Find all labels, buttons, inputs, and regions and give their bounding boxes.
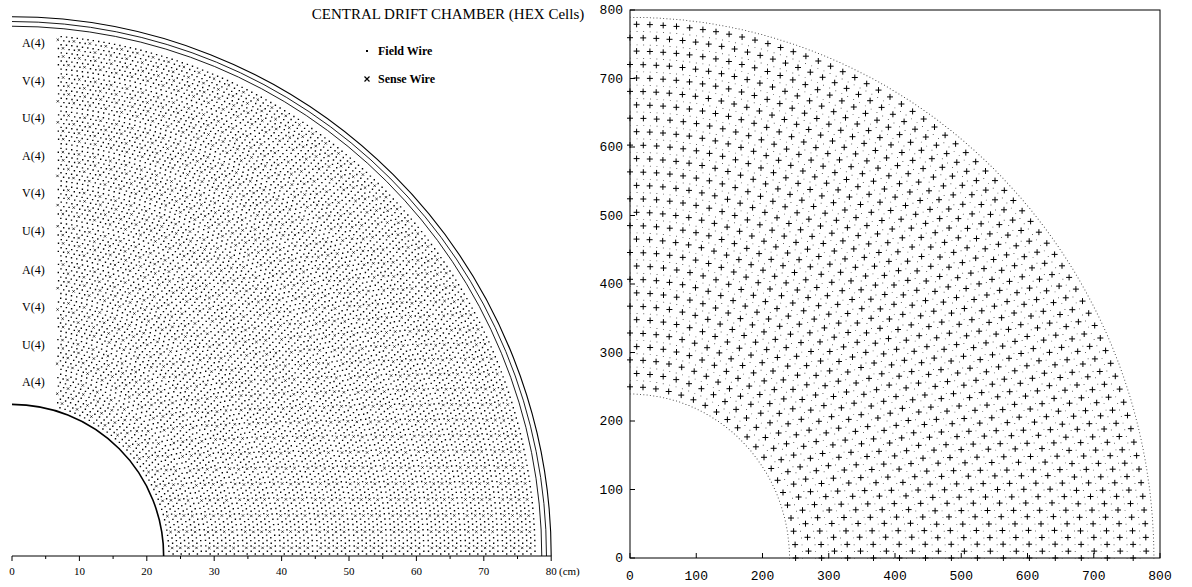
sense-wire-symbol — [362, 74, 372, 84]
axis-tick-label: 100 — [685, 570, 708, 583]
axis-tick — [828, 553, 829, 558]
axis-tick — [281, 556, 282, 561]
right-wire-map — [627, 10, 1160, 561]
legend-entry: Field Wire — [362, 45, 432, 57]
axis-tick — [79, 556, 80, 561]
axis-tick-label: 60 — [411, 566, 422, 577]
axis-tick — [630, 10, 635, 11]
axis-tick-label: 70 — [478, 566, 489, 577]
axis-tick — [382, 556, 383, 559]
legend-entry: Sense Wire — [362, 73, 435, 85]
chamber-wall — [12, 17, 551, 556]
axis-tick-label: 800 — [1148, 570, 1171, 583]
axis-tick-label: 600 — [600, 141, 623, 154]
axis-tick — [349, 556, 350, 561]
superlayer-label: V(4) — [22, 187, 45, 199]
superlayer-label: U(4) — [22, 339, 45, 351]
superlayer-label: U(4) — [22, 112, 45, 124]
axis-tick — [1160, 553, 1161, 558]
superlayer-label: A(4) — [22, 264, 45, 276]
axis-tick-label: 30 — [209, 566, 220, 577]
superlayer-label: A(4) — [22, 37, 45, 49]
chamber-wall — [12, 22, 546, 556]
superlayer-label: A(4) — [22, 150, 45, 162]
axis-tick — [450, 556, 451, 559]
field-wires — [57, 36, 536, 555]
left-wire-map — [12, 17, 551, 561]
axis-tick — [45, 556, 46, 559]
superlayer-label: A(4) — [22, 376, 45, 388]
dot-mark — [366, 50, 368, 52]
superlayer-label: U(4) — [22, 225, 45, 237]
axis-tick — [113, 556, 114, 559]
axis-tick — [961, 553, 962, 558]
axis-tick — [630, 215, 635, 216]
axis-tick — [630, 421, 635, 422]
field-wire-symbol — [362, 46, 372, 56]
axis-tick — [551, 556, 552, 561]
legend-text: Sense Wire — [378, 73, 435, 85]
axis-tick-label: 0 — [9, 566, 15, 577]
axis-tick-label: 800 — [600, 4, 623, 17]
axis-tick-label: 40 — [276, 566, 287, 577]
axis-tick-label: 20 — [141, 566, 152, 577]
axis-tick — [630, 147, 635, 148]
axis-tick-label: 50 — [344, 566, 355, 577]
axis-tick-label: 80 — [546, 566, 557, 577]
axis-tick-label: 400 — [600, 278, 623, 291]
axis-tick — [12, 556, 13, 561]
axis-tick-label: 100 — [600, 483, 623, 496]
axis-tick-label: 0 — [626, 570, 634, 583]
axis-tick — [315, 556, 316, 559]
axis-tick-label: 500 — [950, 570, 973, 583]
axis-tick-label: 0 — [615, 552, 623, 565]
axis-tick — [483, 556, 484, 561]
axis-tick — [630, 352, 635, 353]
superlayer-label: V(4) — [22, 301, 45, 313]
axis-tick-label: 700 — [1082, 570, 1105, 583]
legend-text: Field Wire — [378, 45, 432, 57]
axis-tick — [696, 553, 697, 558]
axis-tick-label: 600 — [1016, 570, 1039, 583]
cross-mark — [365, 77, 370, 82]
axis-tick-label: 500 — [600, 209, 623, 222]
sense-wires — [627, 21, 1149, 561]
chart-title: CENTRAL DRIFT CHAMBER (HEX Cells) — [312, 7, 585, 22]
chamber-wall — [12, 26, 542, 556]
axis-tick — [1027, 553, 1028, 558]
axis-tick — [180, 556, 181, 559]
axis-tick-label: 10 — [74, 566, 85, 577]
axis-unit: (cm) — [559, 566, 580, 577]
axis-tick — [630, 553, 631, 558]
axis-tick — [416, 556, 417, 561]
axis-tick-label: 700 — [600, 72, 623, 85]
axis-tick-label: 400 — [883, 570, 906, 583]
sense-wires — [56, 39, 532, 550]
superlayer-label: V(4) — [22, 75, 45, 87]
axis-tick — [630, 489, 635, 490]
axis-tick — [762, 553, 763, 558]
axis-tick — [214, 556, 215, 561]
axis-tick — [247, 556, 248, 559]
axis-tick — [146, 556, 147, 561]
axis-tick — [895, 553, 896, 558]
axis-tick-label: 300 — [600, 346, 623, 359]
axis-tick-label: 200 — [600, 415, 623, 428]
axis-tick-label: 300 — [817, 570, 840, 583]
axis-tick-label: 200 — [751, 570, 774, 583]
axis-tick — [630, 284, 635, 285]
axis-tick — [630, 558, 635, 559]
chamber-wall — [12, 404, 164, 556]
axis-tick — [517, 556, 518, 559]
